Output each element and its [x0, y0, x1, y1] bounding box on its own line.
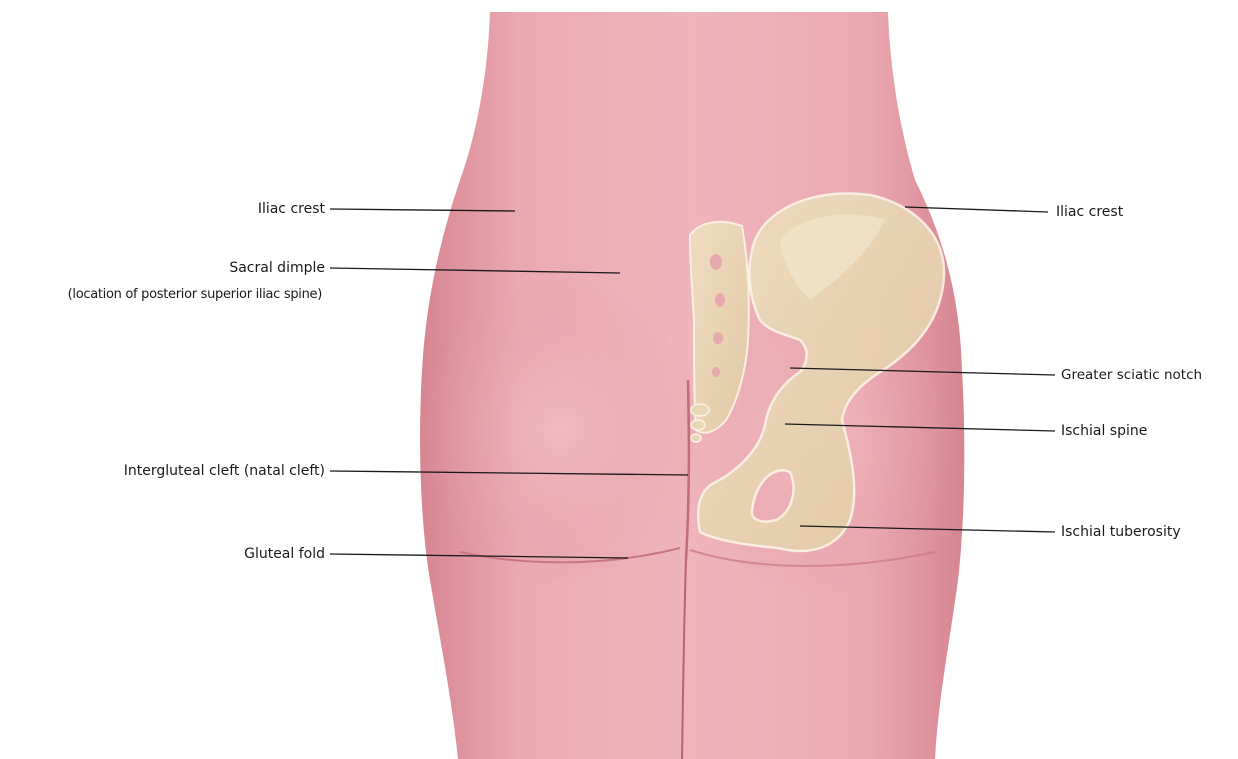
- label-iliac-crest-right: Iliac crest: [1056, 204, 1123, 221]
- label-intergluteal-cleft: Intergluteal cleft (natal cleft): [124, 463, 325, 480]
- coccyx-segment-2: [691, 420, 705, 430]
- label-greater-sciatic-notch: Greater sciatic notch: [1061, 367, 1202, 384]
- label-gluteal-fold: Gluteal fold: [244, 546, 325, 563]
- sacral-foramen-3: [713, 332, 723, 344]
- sacral-foramen-1: [710, 254, 722, 270]
- label-sacral-dimple-note: (location of posterior superior iliac sp…: [68, 286, 322, 303]
- left-buttock-highlight: [425, 280, 695, 580]
- coccyx-segment-1: [691, 404, 709, 416]
- label-iliac-crest-left: Iliac crest: [258, 201, 325, 218]
- coccyx-segment-3: [691, 434, 701, 442]
- label-ischial-spine: Ischial spine: [1061, 423, 1147, 440]
- label-ischial-tuberosity: Ischial tuberosity: [1061, 524, 1181, 541]
- label-sacral-dimple: Sacral dimple: [229, 260, 325, 277]
- sacral-foramen-2: [715, 293, 725, 307]
- sacral-foramen-4: [712, 367, 720, 377]
